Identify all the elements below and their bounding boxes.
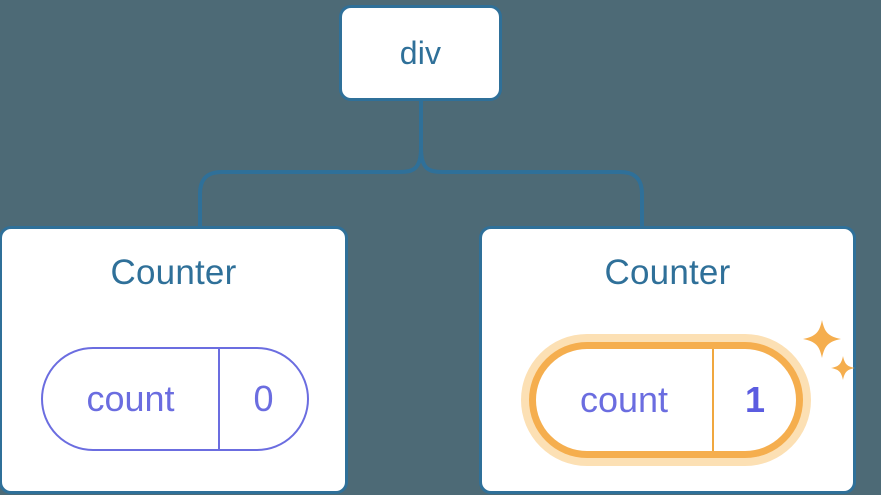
sparkle-large-icon xyxy=(803,320,841,358)
sparkle-small-icon xyxy=(831,356,855,380)
state-key-right: count xyxy=(536,349,714,451)
connector-to-right-child xyxy=(419,146,644,228)
sparkles-group xyxy=(803,320,855,380)
node-div[interactable]: div xyxy=(339,5,502,101)
state-key-left: count xyxy=(43,349,220,449)
state-value-right: 1 xyxy=(744,379,766,420)
state-pill-right-wrapper[interactable]: count 1 xyxy=(521,334,811,466)
card-title-left: Counter xyxy=(110,253,237,292)
state-value-left: 0 xyxy=(253,378,274,419)
state-pill-left[interactable]: count 0 xyxy=(41,347,309,451)
node-div-label: div xyxy=(399,34,442,71)
connector-to-left-child xyxy=(198,146,423,228)
state-pill-right[interactable]: count 1 xyxy=(536,349,796,451)
card-title-right: Counter xyxy=(604,253,731,292)
